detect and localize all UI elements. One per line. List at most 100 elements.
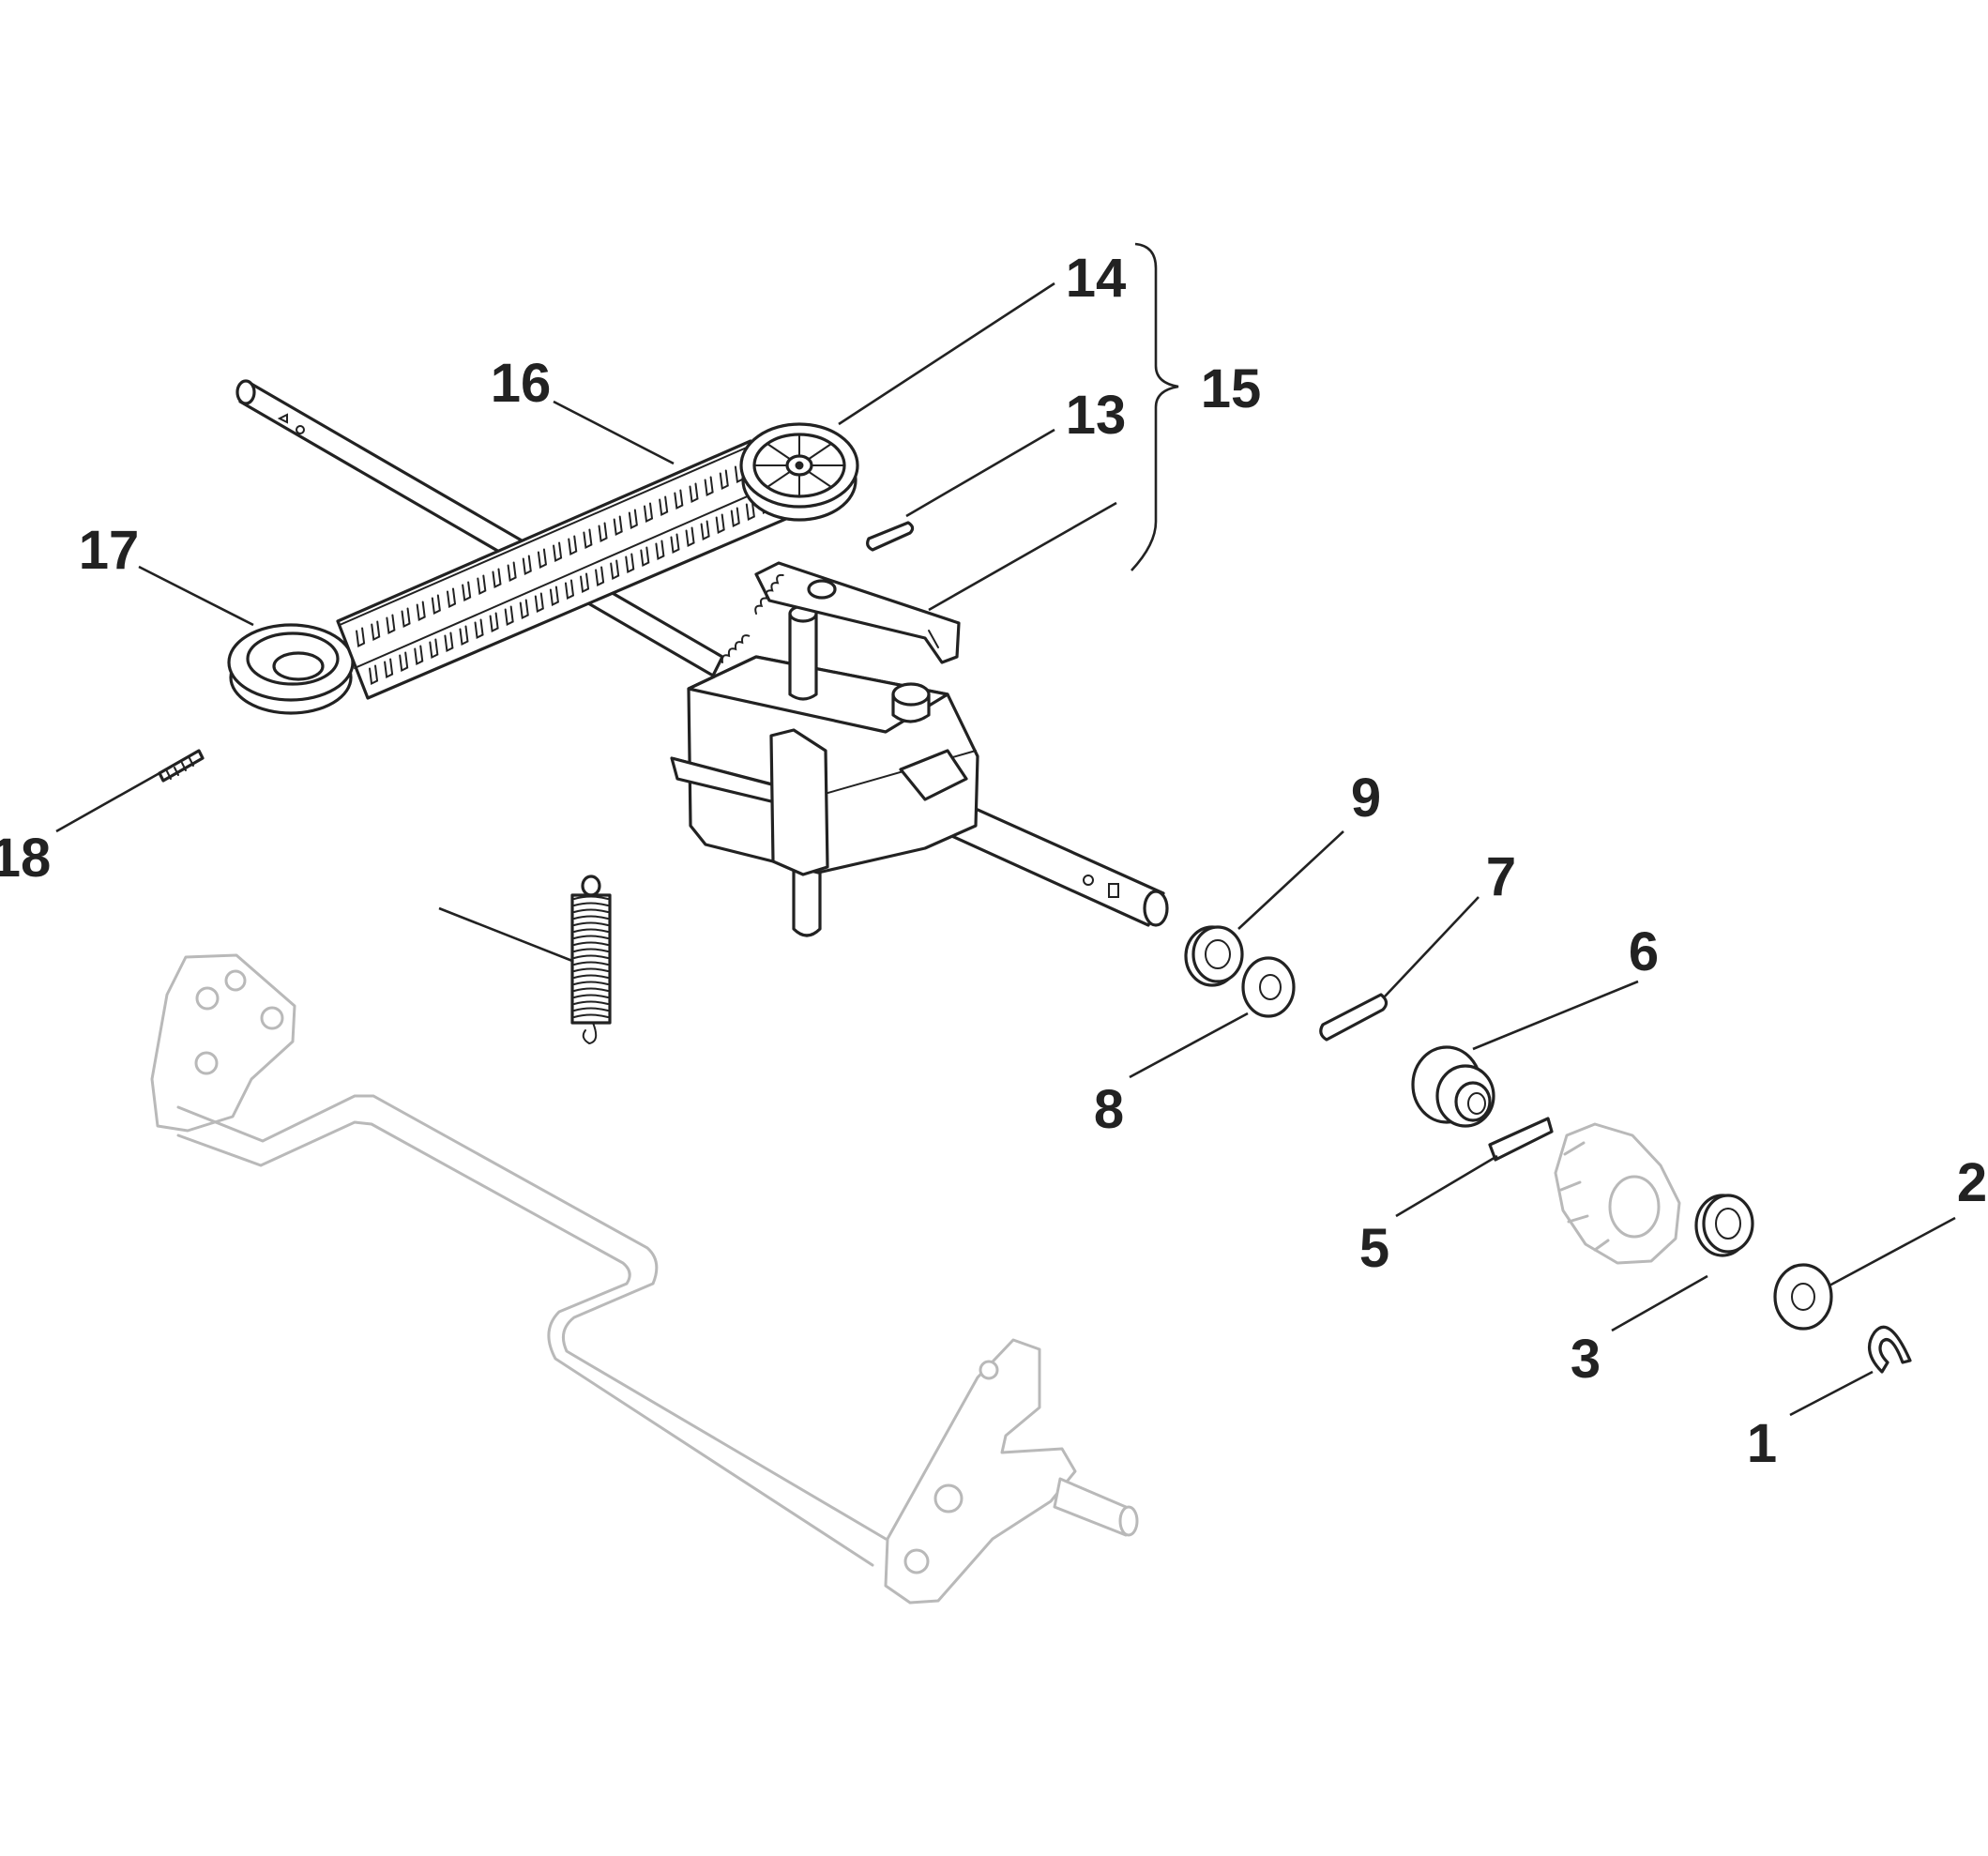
- callout-2: 2: [1957, 1152, 1987, 1213]
- belt-tooth: [613, 515, 623, 537]
- leader-6: [1472, 980, 1639, 1051]
- belt-tooth: [492, 568, 502, 589]
- belt-tooth: [689, 482, 699, 504]
- leader-14-lever: [928, 501, 1117, 612]
- belt-tooth: [730, 507, 740, 528]
- pulley-bore: [795, 461, 804, 470]
- leader-2: [1829, 1216, 1956, 1287]
- spring-body: [570, 893, 612, 1025]
- belt-tooth: [640, 546, 650, 568]
- belt-tooth: [384, 658, 394, 679]
- belt-tooth: [462, 581, 472, 602]
- belt-tooth: [674, 489, 684, 510]
- ghost-shaft-end: [1118, 1505, 1139, 1537]
- ghost-right-bracket: [884, 1338, 1077, 1605]
- leader-1: [1789, 1370, 1874, 1417]
- housing-output-boss: [899, 749, 968, 801]
- gearbox-input-shaft: [788, 612, 818, 701]
- belt-tooth: [719, 469, 729, 491]
- leader-12: [905, 428, 1055, 518]
- leader-17: [55, 771, 160, 833]
- leader-8: [1129, 1012, 1249, 1079]
- belt-tooth: [519, 599, 529, 620]
- callout-14: 15: [1201, 358, 1262, 419]
- belt-tooth: [595, 566, 605, 587]
- callout-5: 5: [1359, 1218, 1389, 1279]
- shaft-hole: [277, 413, 288, 424]
- callout-16: 17: [79, 520, 140, 581]
- spring-coil: [573, 994, 609, 998]
- callout-12: 13: [1066, 385, 1127, 446]
- ghost-hole: [979, 1360, 999, 1380]
- ghost-frame-assembly: [150, 953, 1139, 1605]
- drive-gear: [1554, 1122, 1681, 1265]
- ghost-hole: [224, 969, 247, 992]
- leader-lines: [55, 281, 1956, 1417]
- spring-hook-bottom: [582, 1022, 598, 1045]
- belt-tooth: [399, 651, 409, 673]
- shaft-end-left: [235, 379, 256, 405]
- spring-coil: [573, 895, 609, 900]
- belt-tooth: [580, 572, 590, 594]
- belt-tooth: [644, 502, 654, 524]
- belt-tooth: [429, 638, 439, 660]
- spring-coil: [573, 908, 609, 913]
- belt-tooth: [414, 645, 424, 666]
- lever-slot: [928, 630, 939, 648]
- belt-tooth: [583, 528, 593, 550]
- belt-tooth: [356, 627, 366, 648]
- belt-tooth: [568, 535, 578, 556]
- part-3-bushing: [1694, 1194, 1754, 1257]
- belt-tooth: [416, 601, 426, 622]
- belt-tooth: [507, 561, 517, 583]
- part-7-pin: [1319, 993, 1389, 1042]
- lever-spring-coils: [754, 573, 784, 615]
- belt-tooth: [504, 605, 514, 627]
- pulley-hub: [272, 651, 325, 681]
- ghost-hole: [195, 986, 220, 1011]
- belt-tooth: [549, 586, 559, 607]
- belt-tooth: [659, 495, 669, 517]
- belt-tooth: [431, 594, 441, 616]
- spring-coil: [573, 948, 609, 952]
- belt-tooth: [700, 520, 710, 541]
- belt-tooth: [444, 631, 454, 653]
- part-16-rear-pulley: [227, 623, 355, 715]
- belt-edge-bottom: [367, 500, 828, 699]
- part-5-key: [1488, 1117, 1554, 1162]
- callout-9: 9: [1351, 768, 1381, 829]
- part-1-circlip: [1867, 1325, 1912, 1374]
- ghost-hole: [260, 1006, 284, 1030]
- part-8-washer: [1241, 956, 1296, 1018]
- belt-tooth: [459, 625, 469, 647]
- belt-tooth: [704, 476, 714, 497]
- part-17-threaded-pin: [158, 749, 205, 783]
- part-18-extension-spring: [570, 875, 612, 1045]
- callout-8: 8: [1094, 1079, 1124, 1140]
- belt-tooth: [537, 548, 548, 570]
- belt-tooth: [371, 620, 381, 642]
- belt-tooth: [745, 500, 755, 522]
- callout-6: 6: [1629, 921, 1659, 982]
- shaft-keyway: [1108, 883, 1119, 898]
- spring-hook-top: [581, 875, 601, 897]
- shaft-hole: [296, 425, 305, 434]
- belt-tooth: [369, 664, 379, 686]
- belt-tooth: [625, 553, 635, 574]
- spring-coil: [573, 928, 609, 933]
- callout-7: 7: [1486, 846, 1516, 907]
- ghost-hole: [903, 1548, 930, 1575]
- part-2-washer: [1773, 1263, 1833, 1331]
- spring-coil: [573, 974, 609, 979]
- spring-coils: [573, 895, 609, 1018]
- belt-tooth: [655, 540, 665, 561]
- spring-coil: [573, 935, 609, 939]
- belt-tooth: [386, 614, 396, 635]
- callout-13: 14: [1066, 248, 1127, 309]
- spring-coil: [573, 1007, 609, 1012]
- ghost-hole: [194, 1051, 219, 1075]
- belt-tooth: [474, 618, 484, 640]
- leader-7: [1384, 896, 1480, 997]
- leader-15: [553, 400, 675, 465]
